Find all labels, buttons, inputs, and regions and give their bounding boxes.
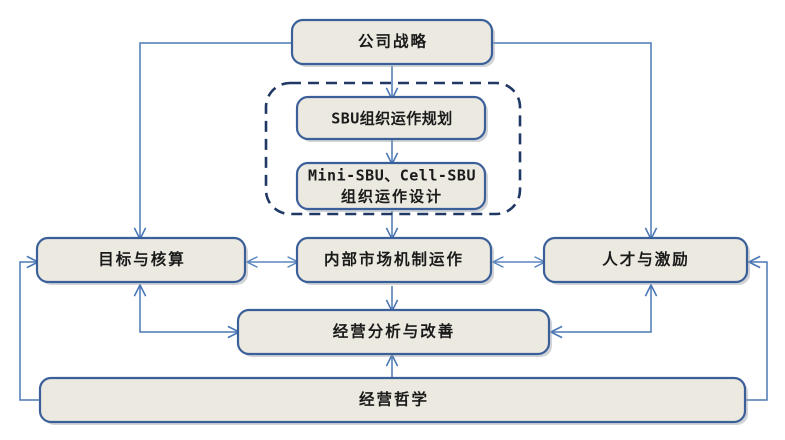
node-label-business-analysis: 经营分析与改善 (333, 322, 456, 341)
connector-strategy-to-talent-incentive (492, 42, 651, 238)
node-label-corporate-strategy: 公司战略 (358, 32, 428, 51)
connector-talent-incentive-business-analysis (552, 286, 651, 332)
node-label-talent-incentive: 人才与激励 (602, 250, 690, 269)
node-label-goal-accounting: 目标与核算 (98, 250, 186, 269)
node-label-mini-sbu-line1: Mini-SBU、Cell-SBU (308, 167, 476, 185)
node-talent-incentive[interactable]: 人才与激励 (542, 236, 750, 285)
node-business-analysis[interactable]: 经营分析与改善 (236, 308, 552, 357)
connector-strategy-to-goal-accounting (140, 42, 292, 238)
node-label-mini-sbu-line2: 组织运作设计 (341, 187, 443, 205)
node-goal-accounting[interactable]: 目标与核算 (35, 236, 248, 285)
node-label-business-philosophy: 经营哲学 (359, 390, 429, 409)
connector-philosophy-to-goal-accounting (19, 262, 40, 401)
node-sbu-plan[interactable]: SBU组织运作规划 (295, 95, 488, 142)
connector-philosophy-to-talent-incentive (745, 262, 768, 401)
sbu-design-dashed-group (264, 81, 522, 216)
connector-goal-accounting-business-analysis (140, 286, 238, 332)
connector-layer (19, 42, 768, 401)
node-corporate-strategy[interactable]: 公司战略 (290, 18, 495, 67)
node-mini-sbu-design[interactable]: Mini-SBU、Cell-SBU 组织运作设计 (295, 161, 488, 212)
node-label-internal-market: 内部市场机制运作 (324, 250, 464, 269)
node-internal-market[interactable]: 内部市场机制运作 (295, 236, 494, 285)
node-business-philosophy[interactable]: 经营哲学 (38, 376, 748, 425)
node-label-sbu-plan: SBU组织运作规划 (331, 110, 453, 128)
